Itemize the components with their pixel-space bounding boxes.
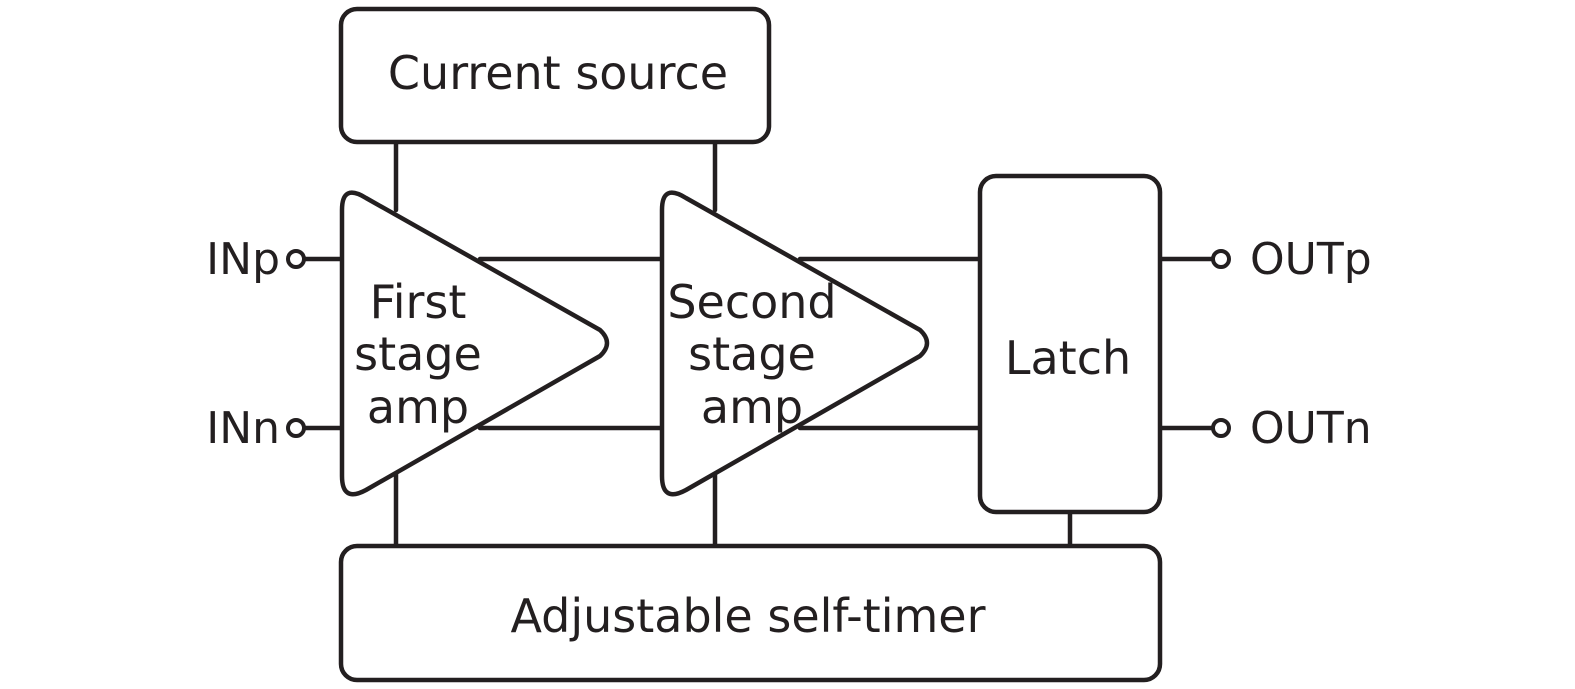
self-timer-block [338,543,1163,683]
first-stage-label-1: First [370,275,467,329]
second-stage-label-2: stage [688,327,816,381]
inn-label: INn [206,403,280,454]
latch-block [977,173,1163,515]
second-stage-amp-triangle [659,190,930,497]
outp-terminal [1211,249,1231,269]
outn-label: OUTn [1250,403,1372,454]
first-stage-label-2: stage [354,327,482,381]
current-source-label: Current source [388,46,728,100]
outp-label: OUTp [1250,234,1372,285]
outn-terminal [1211,418,1231,438]
inn-terminal [286,418,306,438]
inp-label: INp [206,234,280,285]
latch-label: Latch [1005,331,1131,385]
first-stage-label-3: amp [367,380,469,434]
inp-terminal [286,249,306,269]
self-timer-label: Adjustable self-timer [510,589,985,643]
second-stage-label-3: amp [701,380,803,434]
first-stage-amp-triangle [339,190,610,497]
current-source-block [338,6,772,145]
second-stage-label-1: Second [667,275,836,329]
